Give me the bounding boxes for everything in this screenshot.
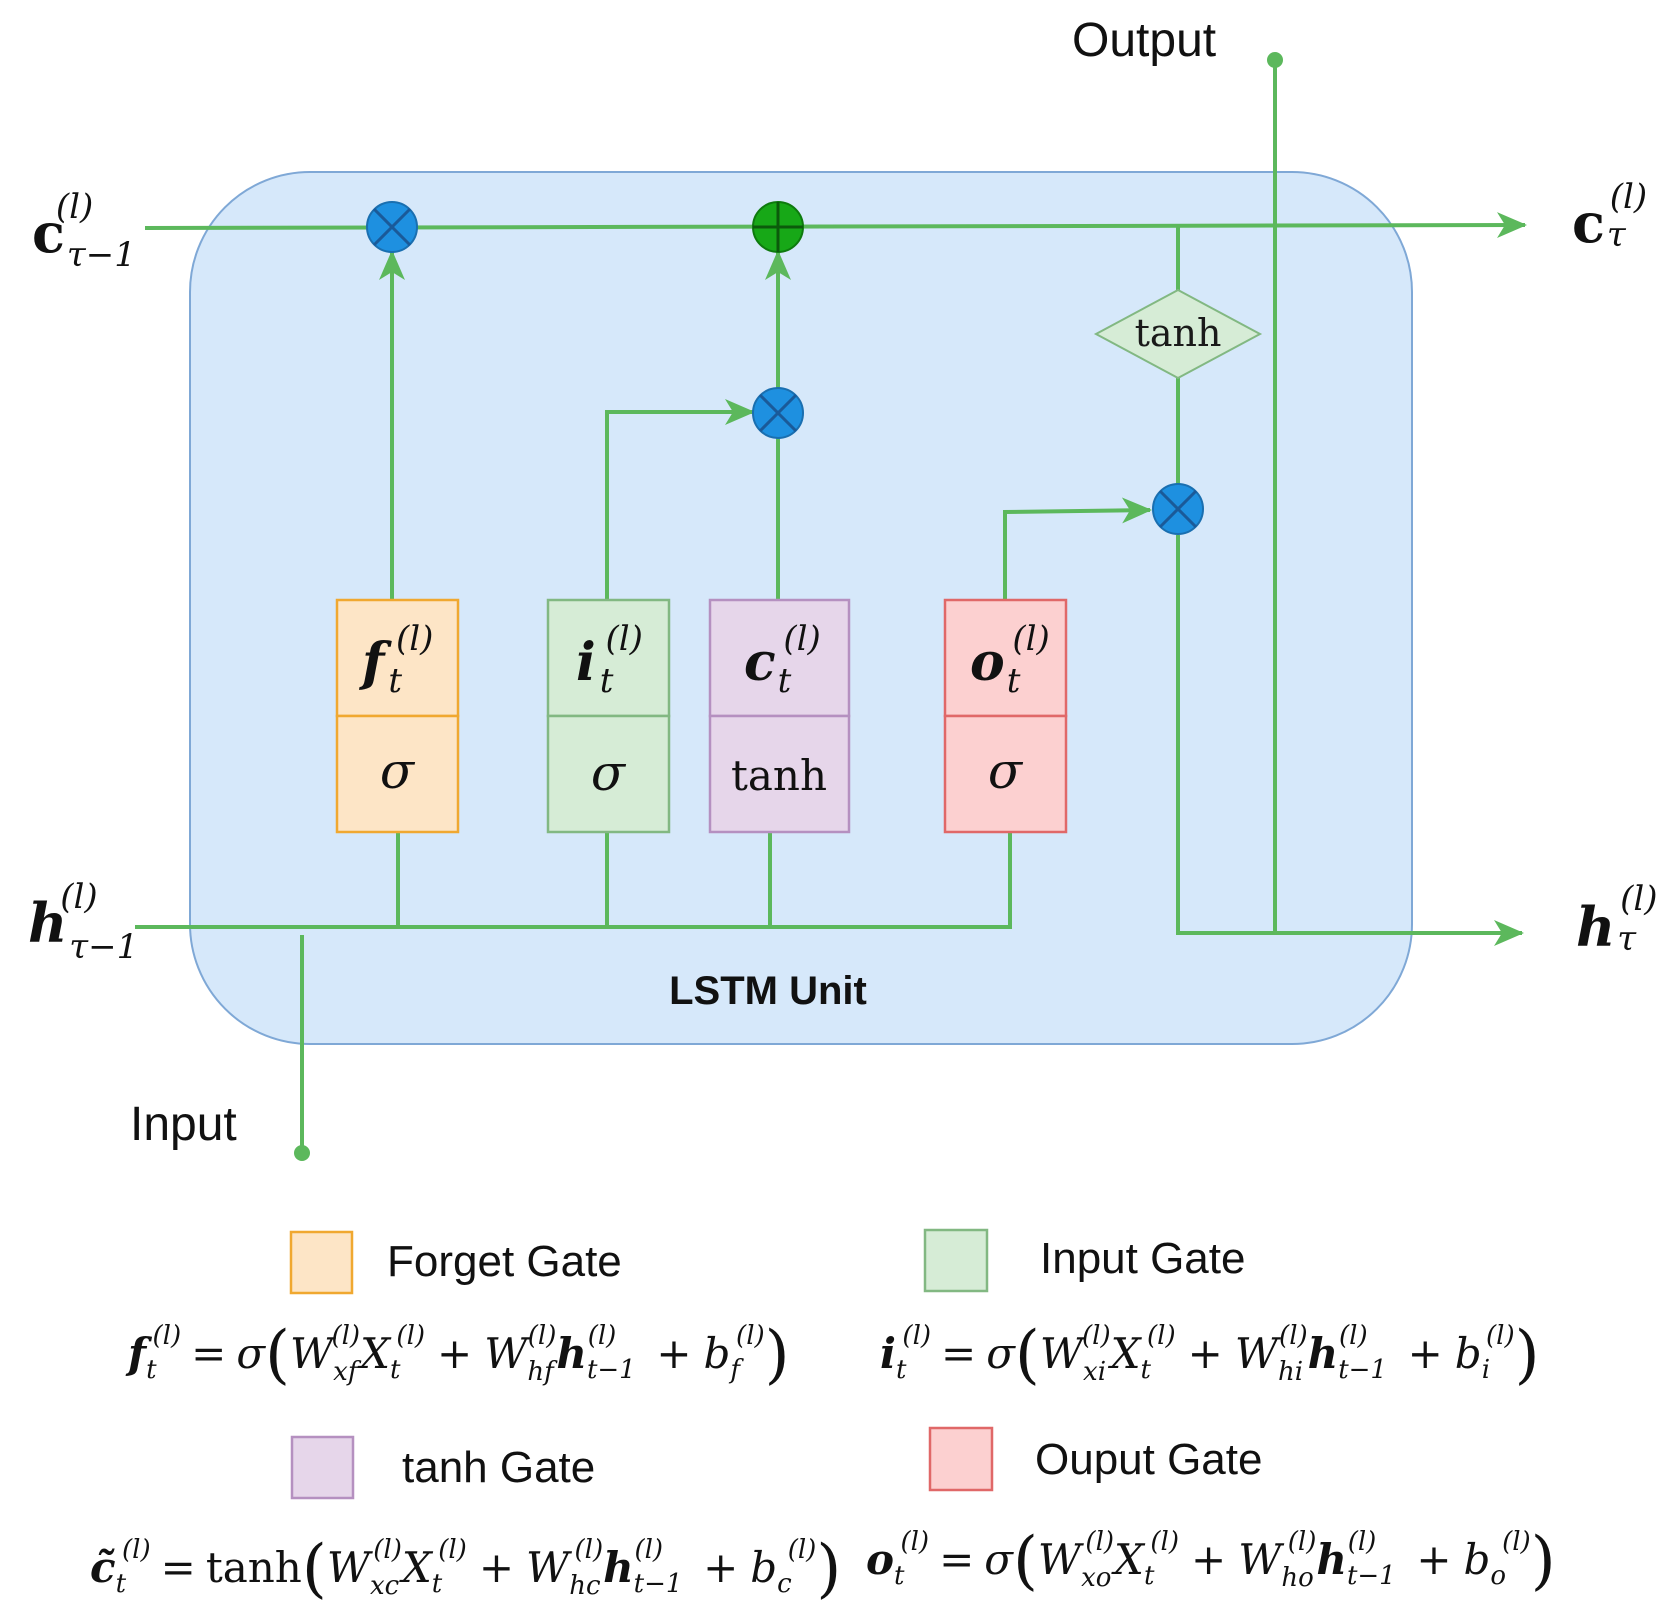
forget-multiply-node xyxy=(366,201,418,253)
input-equation: it(l)=σ(Wxi(l)Xt(l)+Whi(l)ht−1(l)+bi(l)) xyxy=(880,1318,1540,1392)
legend-output-label: Ouput Gate xyxy=(1035,1435,1262,1484)
output-label: Output xyxy=(1072,14,1216,67)
output-equation: ot(l)=σ(Wxo(l)Xt(l)+Who(l)ht−1(l)+bo(l)) xyxy=(866,1524,1556,1598)
output-gate-symbol: ot(l) xyxy=(970,619,1050,701)
legend-input-swatch xyxy=(923,1228,989,1293)
hidden-input-line xyxy=(135,832,1012,929)
legend-tanh-label: tanh Gate xyxy=(402,1443,595,1492)
output-multiply-node xyxy=(1152,483,1204,535)
input-to-mult-line xyxy=(605,399,755,600)
input-gate-activation: σ xyxy=(591,744,627,802)
legend-forget-swatch xyxy=(289,1230,354,1295)
h-prev-label: hτ−1(l) xyxy=(28,877,138,967)
output-gate-activation: σ xyxy=(988,742,1024,800)
output-terminal xyxy=(1267,52,1283,68)
forget-equation: ft(l)=σ(Wxf(l)Xt(l)+Whf(l)ht−1(l)+bf(l)) xyxy=(125,1318,790,1392)
legend-output-swatch xyxy=(928,1426,994,1492)
lstm-unit-label: LSTM Unit xyxy=(669,969,867,1013)
cell-add-node xyxy=(752,201,804,253)
input-terminal xyxy=(294,1145,310,1161)
tanh-diamond-label: tanh xyxy=(1135,311,1222,355)
input-gate-box xyxy=(546,598,671,834)
c-next-label: cτ(l) xyxy=(1572,177,1647,255)
input-multiply-node xyxy=(752,387,804,439)
output-gate-box xyxy=(943,598,1068,834)
legend-tanh-swatch xyxy=(290,1435,355,1500)
output-to-mult-line xyxy=(1003,497,1152,600)
h-next-label: hτ(l) xyxy=(1576,879,1657,959)
tanh-gate-symbol: ct(l) xyxy=(744,619,821,701)
tanh-equation: c̃t(l)=tanh(Wxc(l)Xt(l)+Whc(l)ht−1(l)+bc… xyxy=(90,1532,841,1606)
forget-gate-activation: σ xyxy=(380,742,416,800)
forget-gate-box xyxy=(335,598,460,834)
hidden-output-line xyxy=(1176,535,1524,946)
c-prev-label: cτ−1(l) xyxy=(32,187,136,275)
legend-input-label: Input Gate xyxy=(1040,1234,1245,1283)
tanh-gate-box xyxy=(708,598,851,834)
input-label: Input xyxy=(130,1098,237,1151)
legend-forget-label: Forget Gate xyxy=(387,1237,622,1286)
tanh-diamond xyxy=(1093,288,1263,380)
tanh-gate-activation: tanh xyxy=(731,751,827,800)
